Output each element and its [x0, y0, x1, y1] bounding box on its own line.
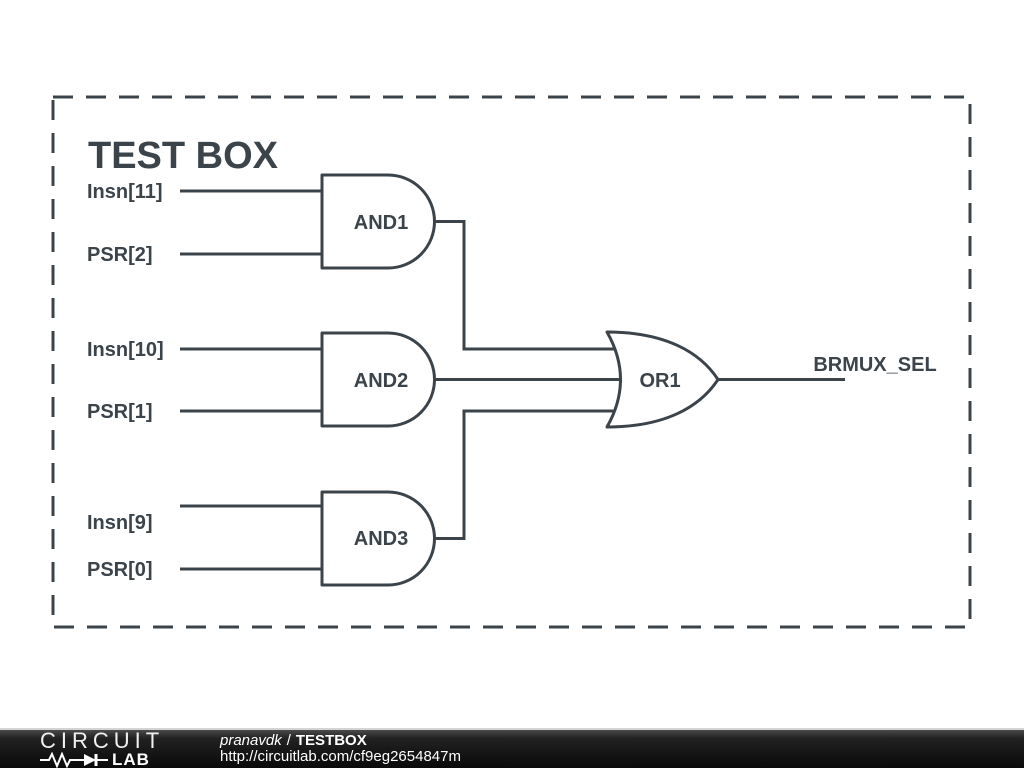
and2-label: AND2: [354, 370, 408, 392]
gate-and1: AND1: [320, 173, 436, 270]
net-label-psr1: PSR[1]: [87, 401, 153, 423]
gate-and3: AND3: [320, 490, 436, 587]
and2-body: [320, 331, 436, 428]
net-label-psr2: PSR[2]: [87, 244, 153, 266]
or1-label: OR1: [639, 370, 680, 392]
footer-separator: /: [286, 732, 291, 749]
wire-and1-to-or1: [433, 220, 620, 351]
gate-or1: OR1: [605, 330, 720, 429]
logo-lab-text: LAB: [112, 750, 150, 768]
net-label-psr0: PSR[0]: [87, 559, 153, 581]
and1-label: AND1: [354, 212, 408, 234]
footer-author: pranavdk: [220, 732, 282, 749]
net-label-brmux-sel: BRMUX_SEL: [813, 354, 936, 376]
logo-circuit-text: CIRCUIT: [40, 728, 165, 753]
resistor-diode-icon: [40, 751, 108, 768]
net-label-insn11: Insn[11]: [87, 181, 163, 203]
wire-and3-to-or1: [433, 409, 620, 540]
and1-body: [320, 173, 436, 270]
footer-bar: CIRCUIT LAB pranavdk/TESTBOX http://circ…: [0, 728, 1024, 768]
net-label-insn9: Insn[9]: [87, 512, 153, 534]
and3-label: AND3: [354, 528, 408, 550]
footer-meta: pranavdk/TESTBOX http://circuitlab.com/c…: [220, 733, 461, 765]
or1-body: [605, 330, 720, 429]
circuitlab-logo: CIRCUIT LAB: [40, 730, 190, 768]
and3-body: [320, 490, 436, 587]
footer-project: TESTBOX: [295, 732, 367, 749]
schematic-canvas: TEST BOX AND1 AND2 AND3 OR1: [51, 95, 972, 629]
footer-url: http://circuitlab.com/cf9eg2654847m: [220, 748, 461, 765]
schematic-title: TEST BOX: [88, 135, 279, 177]
gate-and2: AND2: [320, 331, 436, 428]
footer-author-project: pranavdk/TESTBOX: [220, 733, 461, 749]
net-label-insn10: Insn[10]: [87, 339, 164, 361]
